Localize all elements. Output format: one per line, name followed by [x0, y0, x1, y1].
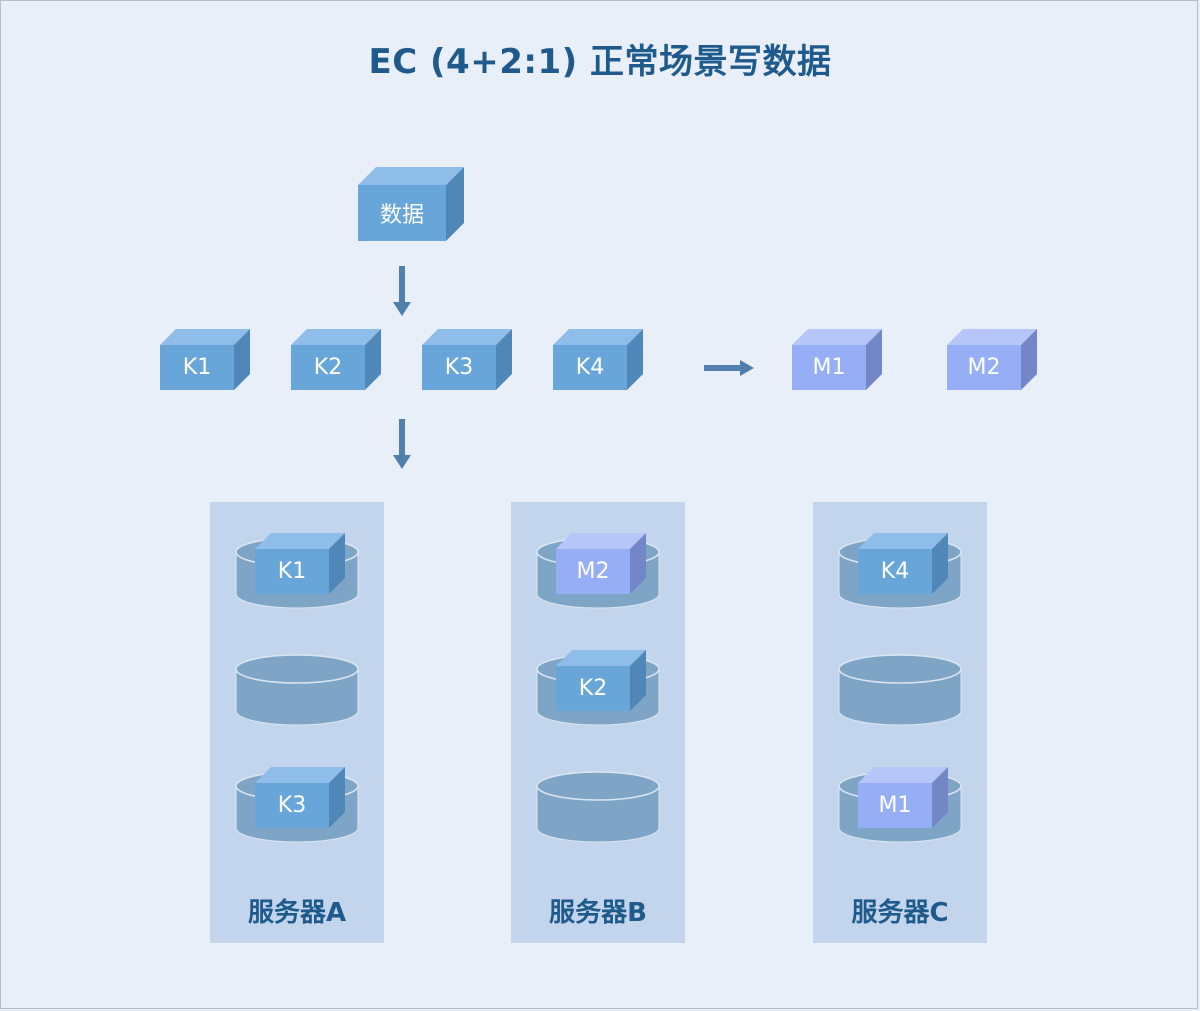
stored-block-k3-label: K3	[255, 783, 329, 828]
data-block-k1: K1	[160, 329, 250, 390]
stored-block-k4: K4	[858, 533, 948, 594]
stored-block-k2: K2	[556, 650, 646, 711]
data-block-k3: K3	[422, 329, 512, 390]
stored-block-k2-label: K2	[556, 666, 630, 711]
disk	[838, 653, 962, 729]
stored-block-k3: K3	[255, 767, 345, 828]
disk	[235, 653, 359, 729]
parity-block-m2-label: M2	[947, 345, 1021, 390]
arrow-down-store	[393, 419, 411, 469]
server-label: 服务器C	[851, 898, 949, 928]
data-block-k2-label: K2	[291, 345, 365, 390]
stored-block-m1-label: M1	[858, 783, 932, 828]
stored-block-k1-label: K1	[255, 549, 329, 594]
diagram-title: EC (4+2:1) 正常场景写数据	[368, 42, 832, 82]
data-block-k4-label: K4	[553, 345, 627, 390]
server-label: 服务器A	[247, 898, 347, 928]
data-block-k2: K2	[291, 329, 381, 390]
stored-block-m2: M2	[556, 533, 646, 594]
disk	[536, 770, 660, 846]
data-block-k1-label: K1	[160, 345, 234, 390]
parity-block-m2: M2	[947, 329, 1037, 390]
source-data-block: 数据	[358, 167, 464, 241]
arrow-right-encode	[704, 360, 754, 376]
data-block-k3-label: K3	[422, 345, 496, 390]
parity-block-m1-label: M1	[792, 345, 866, 390]
stored-block-k4-label: K4	[858, 549, 932, 594]
stored-block-m1: M1	[858, 767, 948, 828]
arrow-down-split	[393, 266, 411, 316]
data-block-k4: K4	[553, 329, 643, 390]
source-data-label: 数据	[358, 185, 446, 241]
stored-block-m2-label: M2	[556, 549, 630, 594]
stored-block-k1: K1	[255, 533, 345, 594]
server-label: 服务器B	[549, 898, 647, 928]
parity-block-m1: M1	[792, 329, 882, 390]
